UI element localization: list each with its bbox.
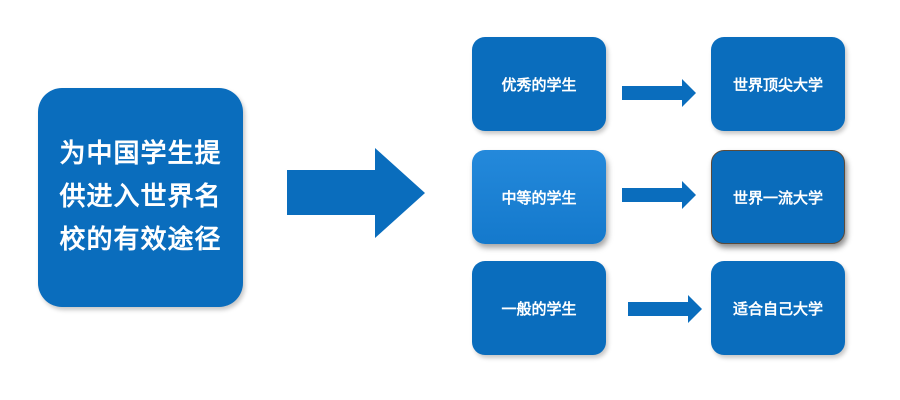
goal-line-1: 为中国学生提 bbox=[59, 139, 222, 169]
row-1-arrow-icon bbox=[622, 79, 696, 107]
row-3-arrow-icon bbox=[628, 295, 702, 323]
university-box-suitable: 适合自己大学 bbox=[711, 261, 845, 355]
university-box-first-class: 世界一流大学 bbox=[711, 150, 845, 244]
student-box-excellent: 优秀的学生 bbox=[472, 37, 606, 131]
student-label-ordinary: 一般的学生 bbox=[501, 299, 577, 318]
student-label-average: 中等的学生 bbox=[501, 188, 577, 207]
row-2-arrow-icon bbox=[622, 181, 696, 209]
main-right-arrow-icon bbox=[287, 148, 425, 238]
university-box-top: 世界顶尖大学 bbox=[711, 37, 845, 131]
student-box-ordinary: 一般的学生 bbox=[472, 261, 606, 355]
goal-line-2: 供进入世界名 bbox=[59, 182, 222, 212]
student-label-excellent: 优秀的学生 bbox=[501, 75, 577, 94]
university-label-suitable: 适合自己大学 bbox=[732, 299, 823, 318]
university-label-top: 世界顶尖大学 bbox=[732, 75, 823, 94]
goal-box: 为中国学生提 供进入世界名 校的有效途径 bbox=[38, 88, 243, 307]
student-box-average: 中等的学生 bbox=[472, 150, 606, 244]
goal-line-3: 校的有效途径 bbox=[59, 225, 222, 255]
university-label-first-class: 世界一流大学 bbox=[732, 188, 823, 207]
